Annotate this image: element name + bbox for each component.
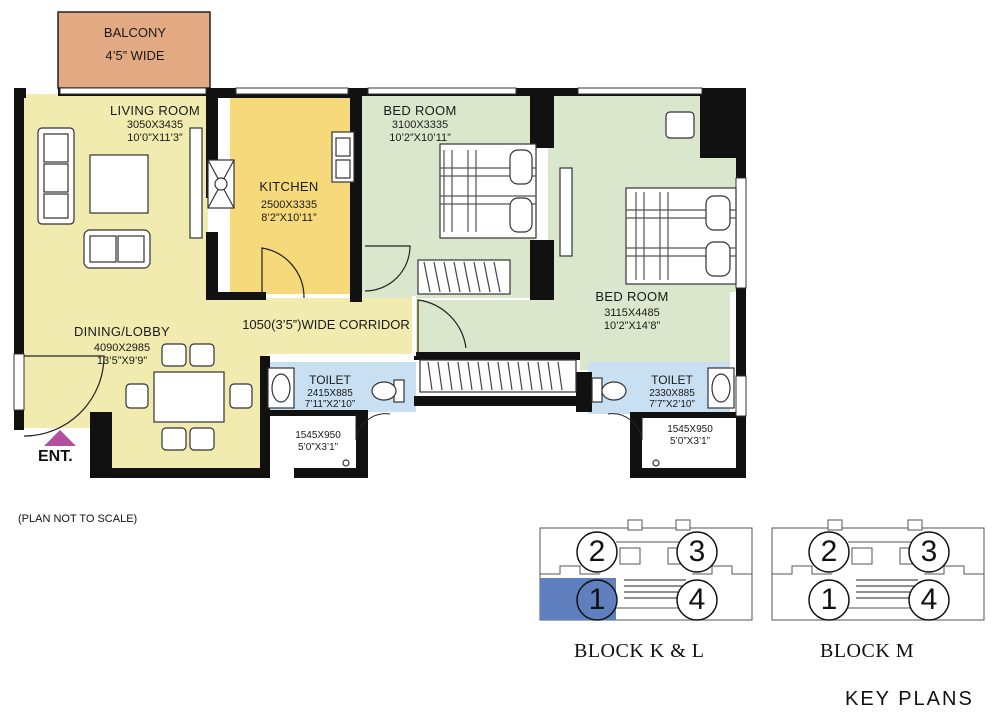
key-plan-block-m [771, 519, 985, 621]
living-room-name: LIVING ROOM [110, 103, 200, 118]
bedroom-1-metric: 3100X3335 [391, 118, 449, 131]
toilet-1-imperial: 7’11”X2’10” [304, 399, 356, 411]
kitchen-label: KITCHEN 2500X3335 8’2”X10’11” [244, 179, 334, 224]
living-room-imperial: 10’0”X11’3” [127, 131, 183, 144]
dining-label: DINING/LOBBY 4090X2985 13’5”X9’9” [72, 324, 172, 367]
balcony-label: BALCONY 4’5” WIDE [60, 25, 210, 64]
key-plan-m-num-4: 4 [920, 583, 938, 616]
toilet-2-imperial: 7’7”X2’10” [649, 399, 695, 411]
dining-metric: 4090X2985 [93, 341, 151, 354]
toilet-fixtures [267, 367, 735, 467]
wash-2-metric: 1545X950 [667, 424, 713, 435]
toilet-2-name: TOILET [651, 373, 693, 387]
toilet-1-metric: 2415X885 [307, 387, 353, 399]
wash-1-metric: 1545X950 [295, 430, 341, 441]
key-plan-m-num-3: 3 [920, 535, 938, 568]
key-plan-kl-num-2: 2 [588, 535, 606, 568]
entrance-arrow [44, 430, 76, 446]
living-room-label: LIVING ROOM 3050X3435 10’0”X11’3” [100, 103, 210, 144]
wash-2-label: 1545X950 5’0”X3’1” [650, 424, 730, 447]
bedroom-2-name: BED ROOM [595, 289, 669, 304]
living-room-metric: 3050X3435 [126, 118, 184, 131]
dining-imperial: 13’5”X9’9” [96, 354, 148, 367]
key-plan-kl-num-4: 4 [688, 583, 706, 616]
wash-2-imperial: 5’0”X3’1” [669, 435, 711, 447]
scale-note: (PLAN NOT TO SCALE) [18, 513, 138, 525]
doors [23, 245, 643, 441]
bed-1 [417, 143, 573, 295]
wash-1-area [266, 414, 358, 476]
wash-1-label: 1545X950 5’0”X3’1” [278, 430, 358, 453]
block-m-caption: BLOCK M [820, 640, 915, 662]
kitchen-area [230, 98, 358, 294]
key-plan-m-num-2: 2 [820, 535, 838, 568]
bedroom-1-imperial: 10’2”X10’11” [389, 131, 451, 144]
kitchen-fixtures [207, 131, 355, 209]
balcony-name: BALCONY [103, 25, 167, 40]
key-plan-kl-num-1: 1 [588, 583, 606, 616]
kitchen-metric: 2500X3335 [260, 198, 318, 211]
bedroom-1-name: BED ROOM [383, 103, 457, 118]
key-plans-title: KEY PLANS [845, 688, 974, 710]
sofa-set [37, 127, 203, 269]
dining-name: DINING/LOBBY [73, 324, 171, 339]
toilet-1-name: TOILET [309, 373, 351, 387]
block-k-l-caption: BLOCK K & L [574, 640, 705, 662]
key-plan-block-m-circles [808, 531, 950, 621]
key-plan-m-num-1: 1 [820, 583, 838, 616]
toilet-1-label: TOILET 2415X885 7’11”X2’10” [290, 373, 370, 411]
toilet-2-metric: 2330X885 [649, 387, 695, 399]
balcony-size: 4’5” WIDE [105, 47, 165, 63]
bedroom-2-imperial: 10’2”X14’8” [603, 319, 661, 332]
dining-table-set [125, 343, 253, 451]
bedroom-2-metric: 3115X4485 [604, 306, 660, 319]
kitchen-imperial: 8’2”X10’11” [261, 211, 317, 224]
corridor-label: 1050(3’5”)WIDE CORRIDOR [242, 317, 410, 332]
bedroom-2-label: BED ROOM 3115X4485 10’2”X14’8” [582, 289, 682, 332]
bed-2 [419, 111, 737, 393]
entrance-label: ENT. [38, 448, 73, 465]
wash-1-imperial: 5’0”X3’1” [297, 441, 339, 453]
bedroom-2-area [415, 94, 740, 370]
corridor-area [208, 298, 418, 354]
key-plan-block-k-l [539, 519, 753, 621]
bedroom-1-label: BED ROOM 3100X3335 10’2”X10’11” [370, 103, 470, 144]
key-plan-kl-num-3: 3 [688, 535, 706, 568]
windows [13, 87, 747, 417]
toilet-2-label: TOILET 2330X885 7’7”X2’10” [632, 373, 712, 411]
balcony-area [57, 11, 211, 89]
key-plan-block-k-l-circles [576, 531, 718, 621]
kitchen-name: KITCHEN [259, 179, 319, 194]
